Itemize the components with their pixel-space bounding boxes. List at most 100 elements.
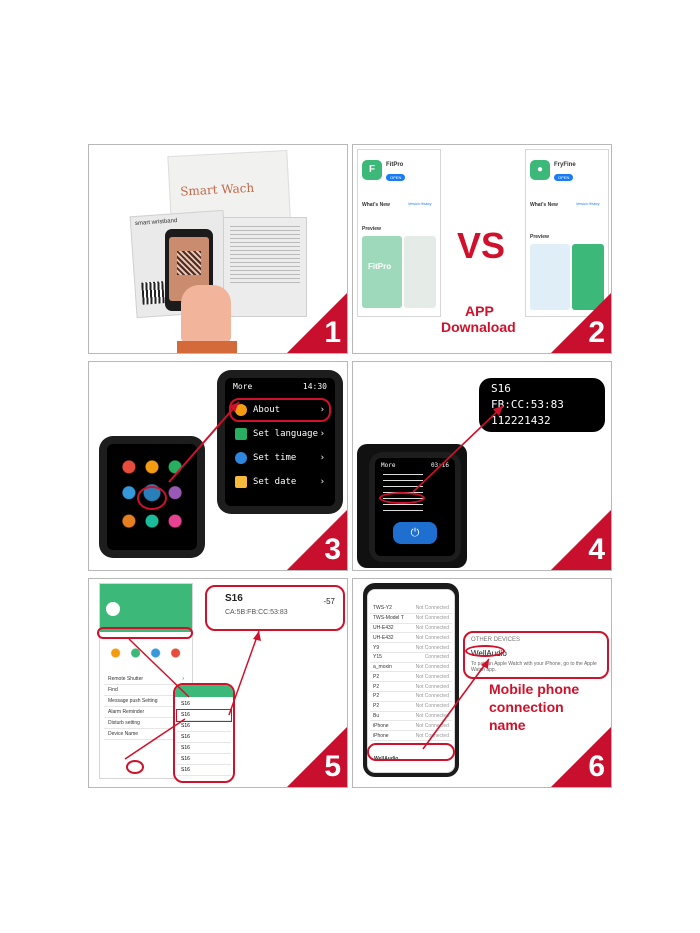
bt-device-name: Bu (373, 712, 380, 719)
bt-device-name: Y15 (373, 654, 382, 661)
corner-badge (287, 293, 347, 353)
watch-large-screen: More 14:30 About › Set language › Set ti… (225, 378, 335, 506)
menu-item-set-language[interactable]: Set language › (235, 424, 325, 444)
fitpro-open-button[interactable]: OPEN (386, 174, 406, 181)
language-icon (235, 428, 247, 440)
menu-item-set-time[interactable]: Set time › (235, 448, 325, 468)
fryfine-store-page: ● FryFine OPEN What's New Version Histor… (525, 149, 609, 317)
card-title: Smart Wach (179, 180, 255, 199)
bt-device-row[interactable]: P2 Not Connected (370, 672, 452, 683)
connection-label-line1: Mobile phone (489, 681, 580, 697)
device-info-signal: -57 (323, 597, 335, 606)
feature-grid (106, 642, 186, 664)
bt-device-row[interactable]: Bu Not Connected (370, 712, 452, 722)
panel-1: Smart Wach smart wristband 1 (88, 144, 348, 354)
panel-2: F FitPro OPEN What's New Version History… (352, 144, 612, 354)
bt-device-status: Not Connected (415, 712, 449, 719)
bt-device-name: TWS-Model T (373, 615, 404, 622)
qr-code (141, 281, 165, 305)
fitpro-preview-image-2 (404, 236, 436, 308)
bt-device-name: iPhone (373, 732, 389, 739)
corner-badge (287, 510, 347, 570)
bt-device-status: Not Connected (415, 615, 449, 622)
corner-badge (551, 510, 611, 570)
device-row[interactable]: S16 (177, 699, 231, 710)
hand (181, 285, 231, 343)
device-row[interactable]: S16 (177, 743, 231, 754)
zoom-serial: 112221432 (491, 414, 551, 427)
bt-device-name: iPhone (373, 722, 389, 729)
scan-qr (177, 251, 201, 275)
device-row-selected[interactable]: S16 (176, 709, 232, 722)
app-download-line2: Downaload (441, 319, 516, 335)
watch-small-screen (107, 444, 197, 550)
step-number: 2 (588, 316, 605, 349)
device-info-name: S16 (225, 593, 243, 604)
bt-device-name: TWS-Y2 (373, 605, 392, 612)
chevron-right-icon: › (319, 405, 325, 415)
connection-label-line3: name (489, 717, 526, 733)
fryfine-whats-new: What's New (530, 202, 558, 208)
chevron-right-icon: › (319, 453, 325, 463)
app-download-line1: APP (465, 303, 494, 319)
chevron-right-icon: › (319, 477, 325, 487)
fryfine-app-icon: ● (530, 160, 550, 180)
clock-icon (235, 452, 247, 464)
connect-bar-highlight (97, 627, 193, 639)
watch-menu-time: 14:30 (302, 382, 327, 391)
device-row[interactable]: S16 (177, 721, 231, 732)
chevron-right-icon: › (319, 429, 325, 439)
bt-device-name: P2 (373, 683, 380, 690)
bt-device-status: Not Connected (415, 693, 449, 700)
device-info-addr: CA:5B:FB:CC:53:83 (225, 609, 288, 616)
menu-label: Set language (253, 429, 319, 439)
bt-device-name: P2 (373, 673, 380, 680)
bt-device-name: UH-E432 (373, 634, 394, 641)
watch-about-title: More (381, 462, 396, 469)
corner-badge (551, 727, 611, 787)
fitpro-version-history[interactable]: Version History (408, 202, 432, 206)
device-row[interactable]: S16 (177, 732, 231, 743)
bt-device-status: Not Connected (415, 624, 449, 631)
bt-device-status: Not Connected (415, 673, 449, 680)
fitpro-app-icon: F (362, 160, 382, 180)
device-row[interactable]: S16 (177, 765, 231, 776)
fitpro-app-name: FitPro (386, 162, 404, 168)
bt-device-row[interactable]: UH-E432 Not Connected (370, 624, 452, 634)
menu-label: Set time (253, 453, 297, 463)
zoom-device-name: S16 (491, 382, 511, 395)
fryfine-open-button[interactable]: OPEN (554, 174, 574, 181)
menu-item-set-date[interactable]: Set date › (235, 472, 325, 492)
watch-small (99, 436, 205, 558)
watch-about-screen: More 03:16 ⏻ (375, 458, 455, 556)
fryfine-version-history[interactable]: Version History (576, 202, 600, 206)
bt-device-status: Not Connected (415, 644, 449, 651)
power-button[interactable]: ⏻ (393, 522, 437, 544)
device-info-card: S16 CA:5B:FB:CC:53:83 -57 (205, 585, 345, 631)
menu-remote-shutter[interactable]: Remote Shutter› (104, 674, 188, 685)
pairing-hint: To pair an Apple Watch with your iPhone,… (471, 661, 597, 673)
bt-device-row[interactable]: TWS-Model T Not Connected (370, 614, 452, 624)
watch-device-icon (106, 602, 120, 616)
bt-device-name: UH-E432 (373, 624, 394, 631)
bt-device-name: P2 (373, 703, 380, 710)
corner-badge (551, 293, 611, 353)
panel-4: S16 FB:CC:53:83 112221432 More 03:16 ⏻ 4 (352, 361, 612, 571)
device-row[interactable]: S16 (177, 754, 231, 765)
zoom-info-capsule: S16 FB:CC:53:83 112221432 (479, 378, 605, 432)
sleeve (177, 341, 237, 353)
fryfine-preview: Preview (530, 234, 549, 240)
panel-5: Remote Shutter› Find› Message push Setti… (88, 578, 348, 788)
pointer-arrows (124, 630, 261, 760)
